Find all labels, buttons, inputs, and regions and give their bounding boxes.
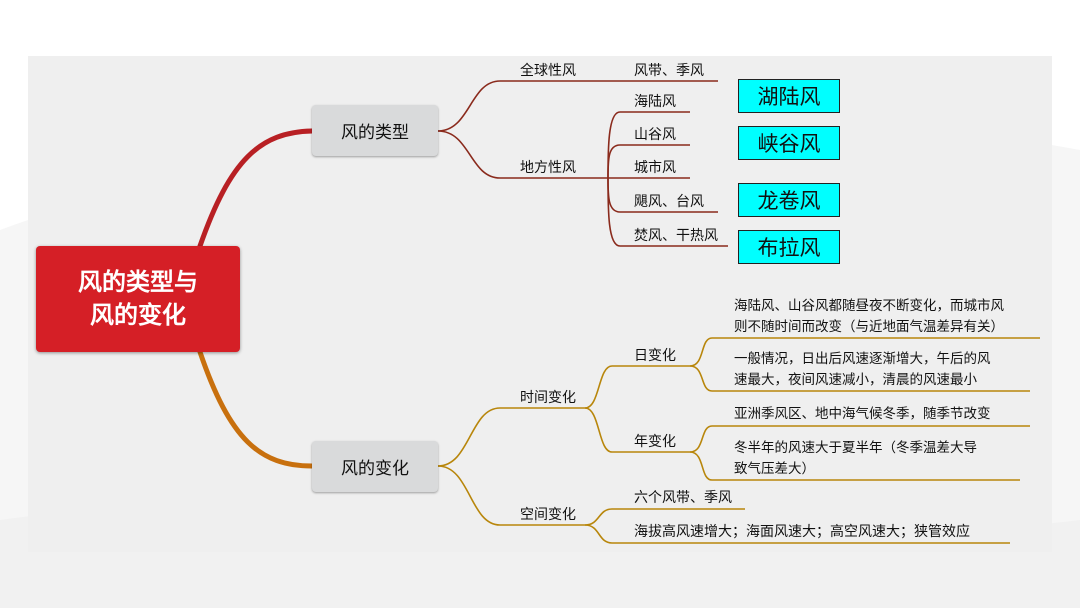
daily-change-note-2: 一般情况，日出后风速逐渐增大，午后的风 速最大，夜间风速减小，清晨的风速最小 bbox=[734, 351, 991, 388]
connector-types-local bbox=[437, 130, 608, 179]
yearly-change-note-2: 冬半年的风速大于夏半年（冬季温差大导 致气压差大） bbox=[734, 440, 977, 477]
node-global-wind: 全球性风 bbox=[520, 63, 576, 79]
node-local-item: 海陆风 bbox=[634, 94, 676, 110]
node-wind-types: 风的类型 bbox=[312, 105, 438, 156]
connector-changes-time bbox=[437, 407, 585, 467]
node-local-item: 飓风、台风 bbox=[634, 194, 704, 210]
root-node: 风的类型与 风的变化 bbox=[36, 246, 240, 352]
node-local-wind: 地方性风 bbox=[520, 160, 576, 176]
node-local-item: 城市风 bbox=[634, 160, 676, 176]
connector-root-types bbox=[197, 128, 315, 249]
node-daily-change: 日变化 bbox=[634, 348, 676, 364]
connector-changes-space bbox=[437, 465, 585, 526]
node-time-change: 时间变化 bbox=[520, 390, 576, 406]
connector-types-global bbox=[437, 80, 608, 132]
space-change-item: 六个风带、季风 bbox=[634, 490, 732, 506]
connector-root-changes bbox=[197, 349, 315, 469]
callout-lake-land-wind: 湖陆风 bbox=[738, 79, 840, 113]
space-change-item: 海拔高风速增大；海面风速大；高空风速大；狭管效应 bbox=[634, 524, 970, 540]
yearly-change-note-1: 亚洲季风区、地中海气候冬季，随季节改变 bbox=[734, 406, 991, 422]
callout-bora-wind: 布拉风 bbox=[738, 230, 840, 264]
callout-tornado: 龙卷风 bbox=[738, 183, 840, 217]
root-title-line1: 风的类型与 bbox=[78, 268, 198, 296]
node-wind-changes: 风的变化 bbox=[312, 441, 438, 492]
daily-change-note-1: 海陆风、山谷风都随昼夜不断变化，而城市风 则不随时间而改变（与近地面气温差异有关… bbox=[734, 298, 1004, 335]
node-space-change: 空间变化 bbox=[520, 507, 576, 523]
node-yearly-change: 年变化 bbox=[634, 434, 676, 450]
node-local-item: 焚风、干热风 bbox=[634, 228, 718, 244]
node-wind-belt-monsoon: 风带、季风 bbox=[634, 63, 704, 79]
root-title-line2: 风的变化 bbox=[90, 301, 186, 329]
node-local-item: 山谷风 bbox=[634, 127, 676, 143]
callout-canyon-wind: 峡谷风 bbox=[738, 126, 840, 160]
